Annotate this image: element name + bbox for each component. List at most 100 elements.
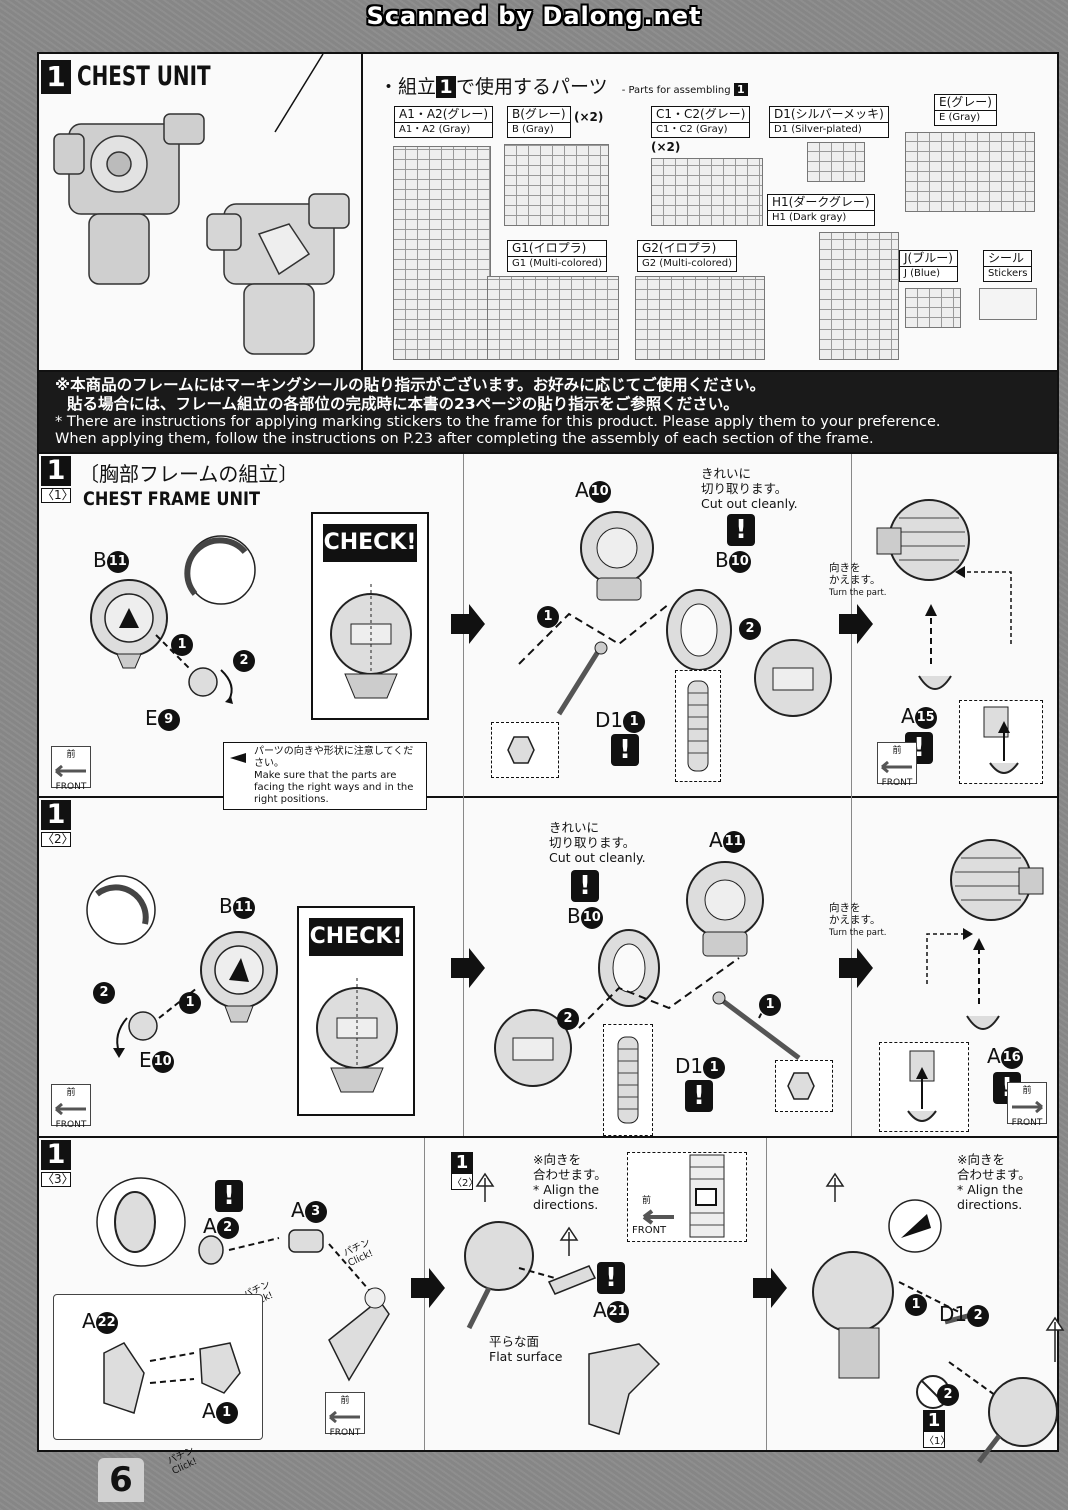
step-marker-1b: 1 <box>537 606 559 628</box>
runner-g1-jp: G1(イロプラ) <box>512 241 587 255</box>
frame-part-assembled <box>754 639 832 717</box>
runner-h1-jp: H1(ダークグレー) <box>772 195 870 209</box>
front-arrow-icon-3 <box>55 1102 86 1116</box>
ref-step-1-1: 1 〈1〉 <box>923 1410 950 1448</box>
assembled-chest-disc <box>876 499 970 581</box>
step2-marker-1: 1 <box>179 992 201 1014</box>
runner-sticker-jp: シール <box>988 251 1025 265</box>
flat-en: Flat surface <box>489 1349 563 1364</box>
notice-en-line1: * There are instructions for applying ma… <box>55 414 941 430</box>
warning-icon-d1-2: ! <box>685 1080 713 1112</box>
chest-unit-back-illustration <box>206 193 350 355</box>
label-a15-letter: A <box>901 704 915 728</box>
runner-label-g2: G2(イロプラ)G2 (Multi-colored) <box>637 240 738 272</box>
front-arrow-icon <box>55 764 86 778</box>
step-flow-arrow-1 <box>451 604 485 644</box>
ring-part-b10-2 <box>598 929 660 1007</box>
divider-slash <box>274 53 324 133</box>
ref-sub-1: 〈1〉 <box>923 1431 950 1448</box>
watermark: Scanned by Dalong.net <box>366 2 702 30</box>
runner-label-g1: G1(イロプラ)G1 (Multi-colored) <box>507 240 608 272</box>
step-marker-2: 2 <box>233 650 255 672</box>
label-a16-letter: A <box>987 1044 1001 1068</box>
runner-a-sprue <box>393 146 491 360</box>
check-panel: CHECK! <box>311 512 429 720</box>
front-jp-4: 前 <box>1022 1086 1032 1096</box>
label-a21-letter: A <box>593 1298 607 1322</box>
front-en-6: FRONT <box>632 1225 667 1236</box>
orientation-caution: パーツの向きや形状に注意してください。 Make sure that the p… <box>223 742 427 810</box>
label-b11-letter: B <box>93 548 107 572</box>
front-arrow-icon-4 <box>1012 1100 1043 1114</box>
runner-h1-en: H1 (Dark gray) <box>768 210 874 224</box>
label-d12-letter: D1 <box>939 1302 968 1326</box>
label2-b10-num: 10 <box>580 906 603 929</box>
runner-d1-sprue <box>807 142 865 182</box>
check-label-2: CHECK! <box>309 918 403 956</box>
notice-jp-line1: ※本商品のフレームにはマーキングシールの貼り指示がございます。お好みに応じてご使… <box>55 376 766 394</box>
leg-part-illustration <box>588 1343 661 1435</box>
frame-part-a10 <box>580 511 654 601</box>
runner-a-en: A1・A2 (Gray) <box>395 122 493 136</box>
instruction-page: 1 CHEST UNIT <box>37 52 1065 1477</box>
assembly-parts-a2-a3 <box>198 1229 390 1382</box>
front-en-3: FRONT <box>55 1120 87 1130</box>
runner-label-h1: H1(ダークグレー)H1 (Dark gray) <box>767 194 875 226</box>
detail-box-d1-2 <box>775 1060 833 1112</box>
turn-note-jp: 向きを かえます。 <box>829 562 881 586</box>
cut-note-en: Cut out cleanly. <box>701 496 798 511</box>
check-disc-illustration-2 <box>316 978 398 1093</box>
step2-marker-2: 2 <box>93 982 115 1004</box>
caution-arrow-icon <box>230 753 246 763</box>
runner-e-jp: E(グレー) <box>939 95 992 109</box>
label2-b11-num: 11 <box>232 896 255 919</box>
step3-flow-arrow-1 <box>411 1268 445 1308</box>
detail-callout-circle-2 <box>86 875 156 945</box>
ref-num-2: 1 <box>451 1152 473 1173</box>
substep-label-2: 〈2〉 <box>41 832 74 847</box>
runner-c-count: (×2) <box>651 140 681 154</box>
label2-d1-letter: D1 <box>675 1054 704 1078</box>
check-panel-2: CHECK! <box>297 906 415 1116</box>
label-b11-num: 11 <box>106 550 129 573</box>
step2-flow-arrow-2 <box>839 948 873 988</box>
parts-heading-jp: ・組立 <box>379 76 437 98</box>
front-jp: 前 <box>66 750 76 760</box>
check-disc-illustration <box>330 584 412 699</box>
front-en-4: FRONT <box>1011 1118 1043 1128</box>
parts-heading-en-num: 1 <box>733 83 748 96</box>
step2-flow-arrow-1 <box>451 948 485 988</box>
small-part-a16 <box>966 1015 1000 1030</box>
step-number: 1 <box>41 456 71 486</box>
step-number-3: 1 <box>41 1140 71 1170</box>
cut-note-en-2: Cut out cleanly. <box>549 850 646 865</box>
detail-box-align: 前 FRONT <box>627 1152 747 1242</box>
step2-marker-1b: 1 <box>759 994 781 1016</box>
ring-edge-icon <box>687 680 709 772</box>
section-title: CHEST UNIT <box>77 61 211 92</box>
ref-num-1: 1 <box>923 1410 945 1431</box>
section-number: 1 <box>41 60 71 94</box>
runner-sticker-en: Stickers <box>984 266 1032 280</box>
frame-part-a11 <box>686 861 764 957</box>
caution-jp: パーツの向きや形状に注意してください。 <box>254 746 414 769</box>
runner-d1-en: D1 (Silver-plated) <box>770 122 888 136</box>
label-a11-num: 11 <box>722 830 745 853</box>
chest-unit-front-illustration <box>53 113 205 285</box>
step-number-2: 1 <box>41 800 71 830</box>
detail-callout-circle-3 <box>96 1177 186 1267</box>
cut-note: きれいに 切り取ります。 Cut out cleanly. <box>701 466 798 511</box>
